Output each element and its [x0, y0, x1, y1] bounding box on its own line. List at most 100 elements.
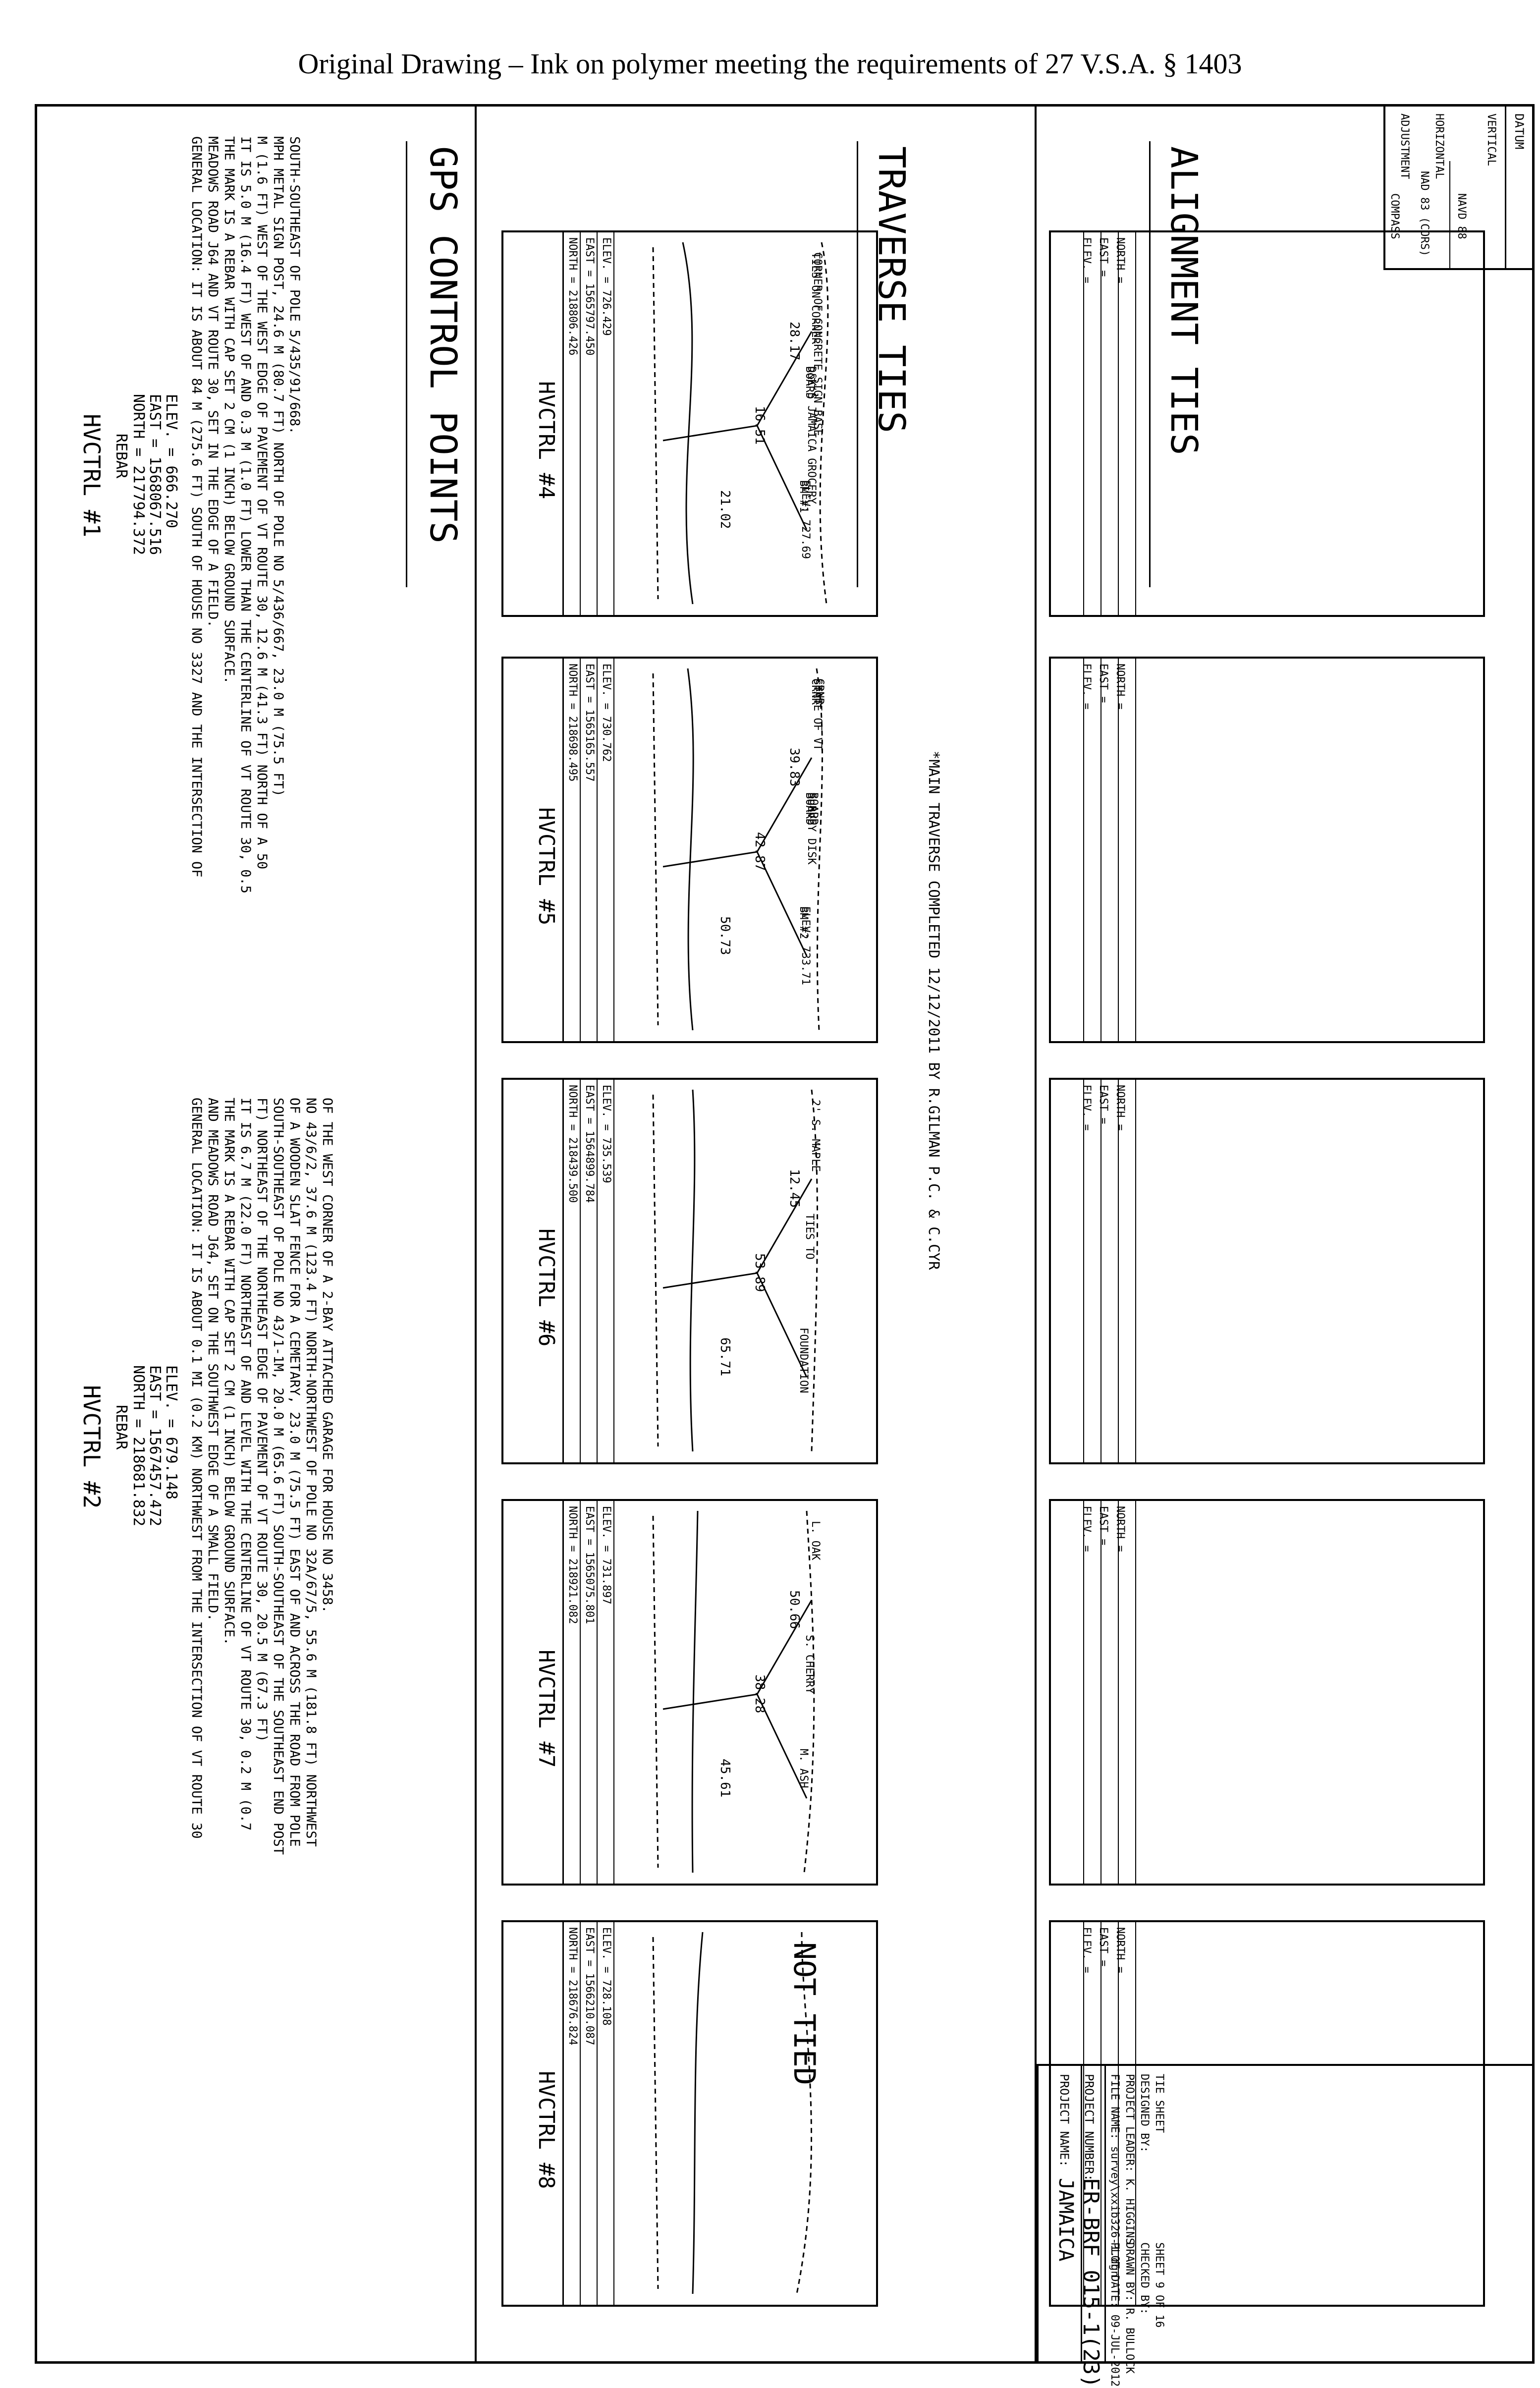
- gps-point-2-desc-line: NO 43/6/2, 37.6 M (123.4 FT) NORTH-NORTH…: [303, 1098, 319, 1847]
- gps-point-2-desc-line: OF THE WEST CORNER OF A 2-BAY ATTACHED G…: [320, 1098, 335, 1613]
- column-divider: [475, 107, 477, 2361]
- traverse-coord: EAST = 1565075.801: [583, 1506, 596, 1624]
- coord-label-north: NORTH =: [1114, 1085, 1126, 1131]
- datum-title: DATUM: [1512, 113, 1526, 150]
- coord-label-east: EAST =: [1097, 1506, 1109, 1546]
- gps-point-1-type: REBAR: [112, 434, 130, 479]
- title-block-project-name: JAMAICA: [1054, 2178, 1077, 2262]
- tie-dimension: 65.71: [717, 1337, 732, 1377]
- traverse-coord: NORTH = 218439.500: [566, 1085, 579, 1203]
- gps-point-1-desc-line: IT IS 5.0 M (16.4 FT) WEST OF AND 0.3 M …: [238, 136, 253, 894]
- title-block-plot-date: PLOT DATE: 09-JUL-2012: [1108, 2242, 1121, 2387]
- coord-label-elev: ELEV. =: [1080, 1506, 1093, 1552]
- gps-point-2-north: NORTH = 218681.832: [130, 1365, 147, 1527]
- sketch-note: CRNR: [813, 678, 825, 705]
- traverse-coord: EAST = 1566210.087: [583, 1927, 596, 2046]
- gps-point-1-desc-line: MPH METAL SIGN POST, 24.6 M (80.7 FT) NO…: [271, 136, 286, 797]
- coord-label-north: NORTH =: [1114, 237, 1126, 283]
- page-header: Original Drawing – Ink on polymer meetin…: [298, 48, 1242, 80]
- traverse-panel: HVCTRL #6 NORTH = 218439.500 EAST = 156489…: [501, 1078, 878, 1464]
- tie-dimension: 21.02: [717, 490, 732, 529]
- gps-point-2-desc-line: IT IS 6.7 M (22.0 FT) NORTHEAST OF AND L…: [238, 1098, 253, 1831]
- gps-point-1-east: EAST = 1568067.516: [146, 394, 164, 555]
- tie-sketch: [652, 1089, 819, 1452]
- alignment-tie-box: NORTH =EAST =ELEV. =: [1049, 1499, 1485, 1886]
- traverse-note: *MAIN TRAVERSE COMPLETED 12/12/2011 BY R…: [926, 751, 942, 1270]
- gps-point-2-title: HVCTRL #2: [78, 1385, 105, 1509]
- tie-dimension: 50.66: [787, 1590, 802, 1629]
- sketch-note: L. OAK: [809, 1521, 822, 1560]
- coord-label-elev: ELEV. =: [1080, 1927, 1093, 1973]
- alignment-tie-box: NORTH = EAST = ELEV. =: [1049, 1078, 1485, 1464]
- tie-dimension: 53.89: [752, 1253, 767, 1292]
- traverse-panel-title: HVCTRL #6: [534, 1228, 559, 1347]
- coord-label-east: EAST =: [1097, 1085, 1109, 1124]
- traverse-panel-title: HVCTRL #5: [534, 807, 559, 926]
- gps-point-1-elev: ELEV. = 666.270: [163, 394, 180, 528]
- datum-horizontal-label: HORIZONTAL: [1433, 113, 1445, 179]
- sketch-note: ELEV: 727.69: [799, 480, 812, 559]
- traverse-coord: ELEV. = 735.539: [600, 1085, 612, 1183]
- coord-label-elev: ELEV. =: [1080, 1085, 1093, 1131]
- gps-point-1-title: HVCTRL #1: [78, 414, 105, 538]
- traverse-coord: EAST = 1565797.450: [583, 237, 596, 356]
- tie-dimension: 16.51: [752, 406, 767, 445]
- alignment-tie-box: NORTH = EAST = ELEV. =: [1049, 230, 1485, 617]
- traverse-panel-title: HVCTRL #7: [534, 1650, 559, 1768]
- title-block-sheet-no: SHEET 9 OF 16: [1153, 2242, 1165, 2328]
- traverse-coord: ELEV. = 728.108: [600, 1927, 612, 2026]
- gps-point-2-desc-line: THE MARK IS A REBAR WITH CAP SET 2 CM (1…: [221, 1098, 237, 1646]
- traverse-coord: NORTH = 218676.824: [566, 1927, 579, 2046]
- column-divider: [1035, 107, 1037, 2361]
- gps-point-1-desc-line: SOUTH-SOUTHEAST OF POLE 5/435/91/668.: [287, 136, 302, 435]
- traverse-panel: HVCTRL #7 NORTH = 218921.082 EAST = 156507…: [501, 1499, 878, 1886]
- gps-point-2-desc-line: SOUTH-SOUTHEAST OF POLE NO 43/1-1M, 20.0…: [271, 1098, 286, 1855]
- coord-label-east: EAST =: [1097, 1927, 1109, 1967]
- gps-point-1-desc-line: MEADOWS ROAD J64 AND VT ROUTE 30, SET IN…: [205, 136, 220, 628]
- gps-point-2-desc-line: OF A WOODEN SLAT FENCE FOR A CEMETARY, 2…: [287, 1098, 302, 1847]
- sketch-note: M. ASH: [797, 1749, 810, 1788]
- tie-dimension: 38.28: [752, 1674, 767, 1714]
- coord-label-north: NORTH =: [1114, 1927, 1126, 1973]
- gps-point-2-desc-line: AND MEADOWS ROAD J64, SET ON THE SOUTHWE…: [205, 1098, 220, 1621]
- sketch-note: 2' S. MAPLE: [809, 1100, 822, 1172]
- title-block-project-leader: PROJECT LEADER: K. HIGGINS: [1123, 2074, 1136, 2245]
- datum-adjustment-label: ADJUSTMENT: [1398, 113, 1411, 179]
- coord-label-north: NORTH =: [1114, 664, 1126, 710]
- traverse-coord: ELEV. = 730.762: [600, 664, 612, 762]
- gps-point-2-type: REBAR: [112, 1405, 130, 1450]
- tie-dimension: 28.17: [787, 322, 802, 361]
- title-block-project-name-label: PROJECT NAME:: [1057, 2074, 1071, 2167]
- traverse-coord: EAST = 1564899.784: [583, 1085, 596, 1203]
- title-block-designed-by: DESIGNED BY:: [1138, 2074, 1151, 2153]
- coord-label-elev: ELEV. =: [1080, 664, 1093, 710]
- gps-point-2-desc-line: GENERAL LOCATION: IT IS ABOUT 0.1 MI (0.…: [189, 1098, 204, 1839]
- drawing-sheet: DATUM VERTICAL NAVD 88 HORIZONTAL NAD 83…: [35, 104, 1535, 2388]
- tie-dimension: 39.83: [787, 748, 802, 787]
- gps-point-1-desc-line: M (1.6 FT) WEST OF THE WEST EDGE OF PAVE…: [254, 136, 270, 870]
- coord-label-elev: ELEV. =: [1080, 237, 1093, 283]
- gps-point-1-north: NORTH = 217794.372: [130, 394, 147, 555]
- title-block-content: [37, 2064, 334, 2361]
- gps-point-2-elev: ELEV. = 679.148: [163, 1365, 180, 1499]
- coord-label-east: EAST =: [1097, 664, 1109, 703]
- coord-label-east: EAST =: [1097, 237, 1109, 277]
- datum-vertical-label: VERTICAL: [1485, 113, 1497, 166]
- gps-point-2-desc-line: FT) NORTHEAST OF THE NORTHEAST EDGE OF P…: [254, 1098, 270, 1742]
- title-block-project-number-label: PROJECT NUMBER:: [1082, 2074, 1096, 2181]
- tie-sketch: [652, 1510, 815, 1873]
- tie-dimension: 50.73: [717, 916, 732, 955]
- tie-dimension: 42.87: [752, 832, 767, 871]
- gps-point-1-desc-line: GENERAL LOCATION: IT IS ABOUT 84 M (275.…: [189, 136, 204, 878]
- traverse-panel-title: HVCTRL #4: [534, 381, 559, 500]
- sketch-note: TIES TO: [803, 1214, 816, 1260]
- title-block-checked-by: CHECKED BY:: [1138, 2242, 1151, 2315]
- alignment-tie-box: NORTH = EAST = ELEV. =: [1049, 657, 1485, 1043]
- traverse-coord: ELEV. = 726.429: [600, 237, 612, 336]
- tie-sketch: [652, 242, 829, 605]
- traverse-coord: NORTH = 218921.082: [566, 1506, 579, 1624]
